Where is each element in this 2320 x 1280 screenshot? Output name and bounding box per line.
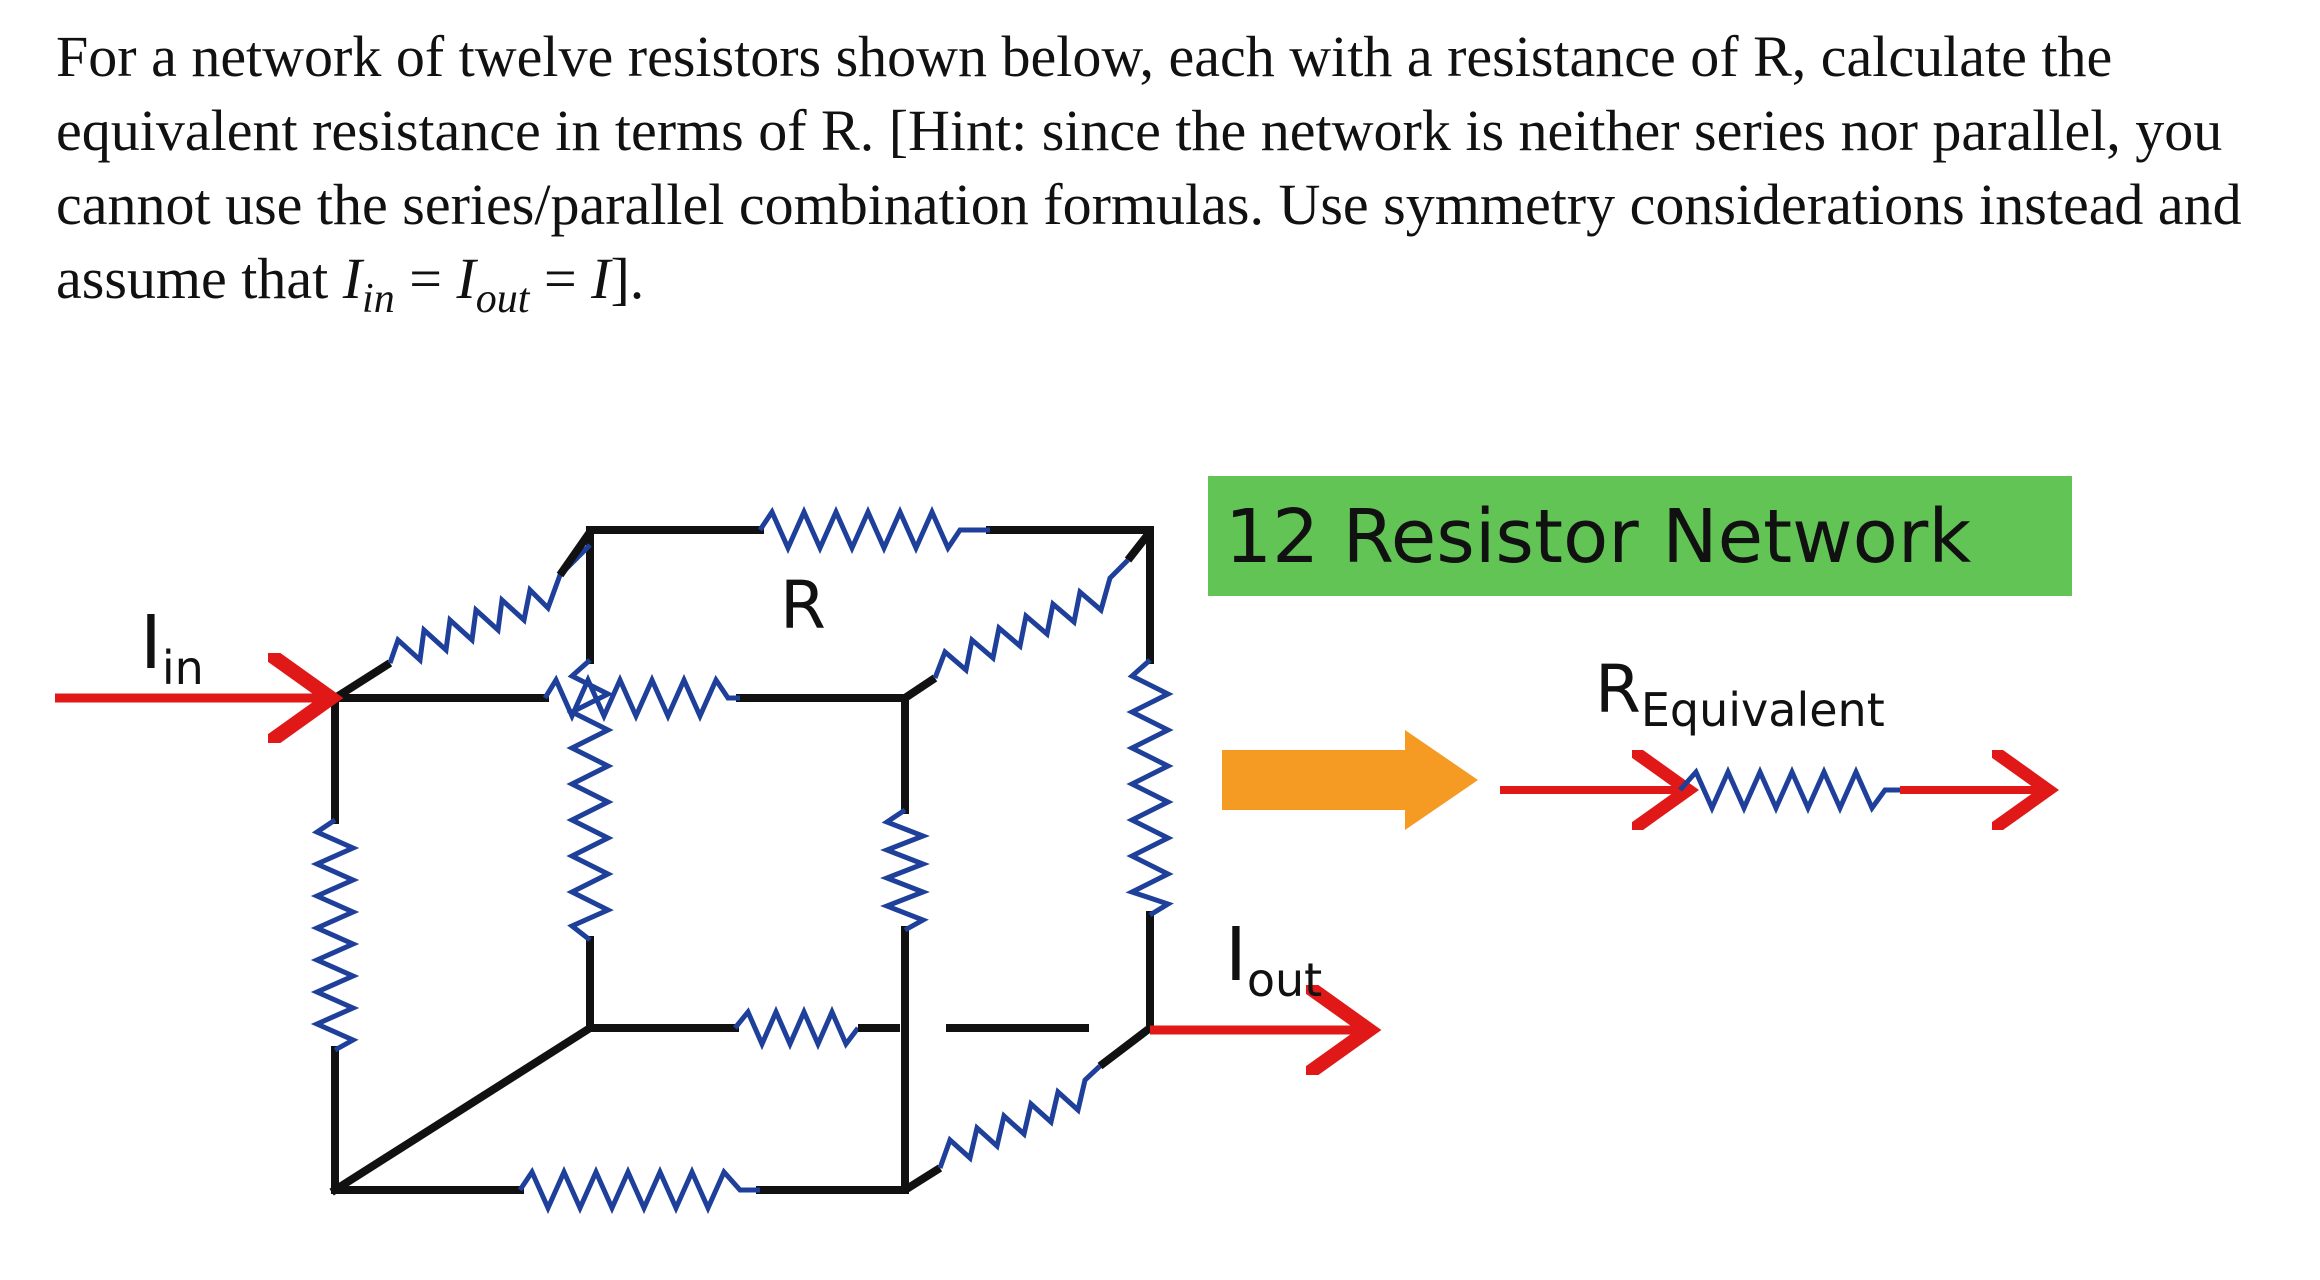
equivalent-resistor (1678, 765, 1900, 815)
resistor-diagonal-bottom-right (937, 1064, 1102, 1169)
resistor-back-top (757, 505, 990, 555)
resistor-front-bottom (517, 1165, 760, 1215)
resistor-back-left (566, 658, 614, 942)
resistor-label-R: R (780, 567, 826, 644)
output-current-label: Iout (1225, 912, 1322, 1007)
resistor-front-right (880, 807, 930, 933)
input-current-label: Iin (140, 600, 204, 695)
equiv-sub: Equivalent (1641, 683, 1885, 737)
problem-line-2: equivalent resistance in terms of R. [Hi… (56, 98, 2223, 163)
equals-2: = (529, 246, 592, 311)
problem-line-3: cannot use the series/parallel combinati… (56, 172, 2242, 237)
output-sub: out (1247, 953, 1322, 1007)
input-sub: in (162, 641, 204, 695)
resistor-back-right (1125, 658, 1174, 918)
equiv-R: R (1595, 651, 1641, 728)
problem-line-1: For a network of twelve resistors shown … (56, 24, 2113, 89)
equivalence-arrow-icon (1222, 730, 1478, 830)
resistor-back-bottom (733, 1005, 860, 1051)
equals-1: = (394, 246, 457, 311)
resistor-diagonal-top-left (387, 543, 592, 666)
i-symbol: I (591, 246, 611, 311)
banner-background (1208, 476, 2072, 596)
assume-text: assume that (56, 246, 343, 311)
resistors (310, 505, 1174, 1215)
banner-title: 12 Resistor Network (1225, 494, 1971, 580)
input-I: I (140, 600, 162, 686)
cube-wires (329, 526, 1154, 1196)
closing-text: ]. (610, 246, 645, 311)
i-in-symbol: I (342, 246, 363, 311)
problem-statement: For a network of twelve resistors shown … (56, 20, 2286, 322)
output-I: I (1225, 912, 1247, 998)
resistor-front-left (310, 817, 360, 1053)
problem-line-4: assume that Iin = Iout = I]. (56, 242, 2286, 322)
equivalent-label: REquivalent (1595, 651, 1885, 737)
i-out-symbol: I (456, 246, 476, 311)
i-in-subscript: in (362, 276, 395, 322)
resistor-diagonal-top-right (932, 558, 1130, 679)
i-out-subscript: out (475, 276, 530, 322)
